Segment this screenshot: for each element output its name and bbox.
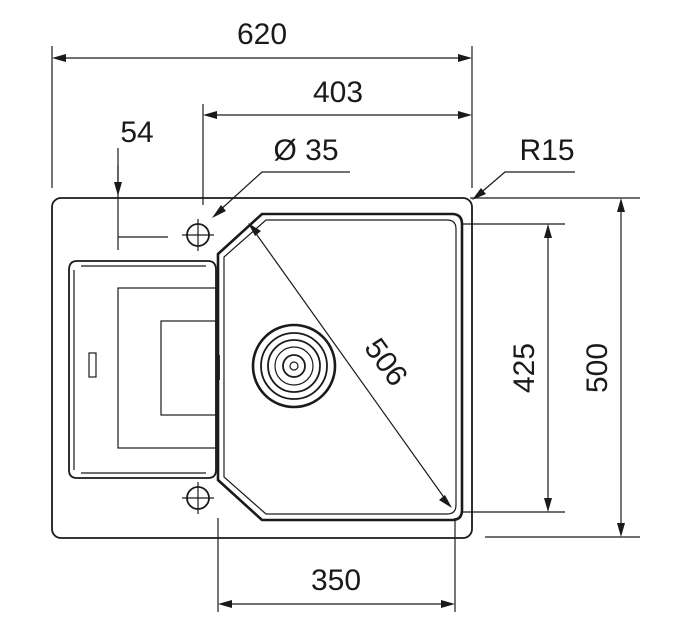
label-overall-width: 620	[237, 18, 287, 51]
drainer-slot	[88, 352, 97, 378]
label-corner-radius: R15	[519, 134, 574, 167]
arrow-left-403	[203, 111, 217, 119]
dim-bowl-depth: 425	[508, 224, 552, 512]
label-bowl-region-width: 403	[313, 76, 363, 109]
arrow-top-500	[617, 198, 625, 212]
arrow-bottom-500	[617, 523, 625, 537]
arrow-left-350	[218, 600, 232, 608]
leader-corner-radius	[476, 171, 575, 197]
label-bowl-width: 350	[311, 564, 361, 597]
drain-strainer	[251, 323, 337, 409]
dim-corner-radius: R15	[472, 134, 575, 200]
tap-hole-lower	[182, 482, 214, 514]
label-drainer-offset: 54	[120, 116, 153, 149]
sink-body	[51, 197, 473, 539]
drain-center	[289, 361, 299, 371]
dim-bowl-diagonal: 506	[248, 223, 452, 508]
drain-ring-2	[260, 332, 328, 400]
dim-drainer-offset: 54	[114, 116, 154, 196]
label-overall-depth: 500	[581, 343, 614, 393]
dim-line-506	[251, 227, 449, 504]
leader-tap-hole	[217, 171, 350, 213]
bowl-inner-edge	[223, 219, 457, 515]
arrow-top-425	[544, 224, 552, 238]
extension-lines	[51, 46, 640, 612]
dim-tap-hole-diameter: Ø 35	[212, 134, 350, 218]
drainer-groove-outer	[117, 287, 217, 449]
drain-ring-3	[267, 339, 321, 393]
bowl-outer-edge	[216, 212, 464, 522]
drain-ring-5	[282, 354, 306, 378]
arrow-bottom-506	[439, 495, 452, 508]
dim-bowl-region-width: 403	[203, 76, 472, 119]
arrow-right-350	[441, 600, 455, 608]
sink-outer-rim	[51, 197, 473, 539]
drain-ring-4	[274, 346, 314, 386]
arrow-54	[114, 182, 122, 196]
dim-overall-depth: 500	[581, 198, 625, 537]
dim-overall-width: 620	[52, 18, 472, 62]
drainer-board	[68, 260, 217, 479]
drainer-board-inner-edge	[73, 265, 206, 474]
drain-outer-ring	[251, 323, 337, 409]
arrow-tap-hole	[212, 205, 226, 218]
dim-bowl-width: 350	[218, 564, 455, 608]
arrow-top-506	[248, 223, 261, 236]
drainer-groove-inner	[160, 320, 217, 416]
arrow-right-620	[458, 54, 472, 62]
arrow-bottom-425	[544, 498, 552, 512]
label-tap-hole-diameter: Ø 35	[273, 134, 338, 167]
label-bowl-depth: 425	[508, 343, 541, 393]
tap-hole-upper	[182, 219, 214, 251]
label-bowl-diagonal: 506	[358, 332, 414, 392]
arrow-right-403	[458, 111, 472, 119]
arrow-left-620	[52, 54, 66, 62]
arrow-corner-radius	[472, 188, 486, 200]
